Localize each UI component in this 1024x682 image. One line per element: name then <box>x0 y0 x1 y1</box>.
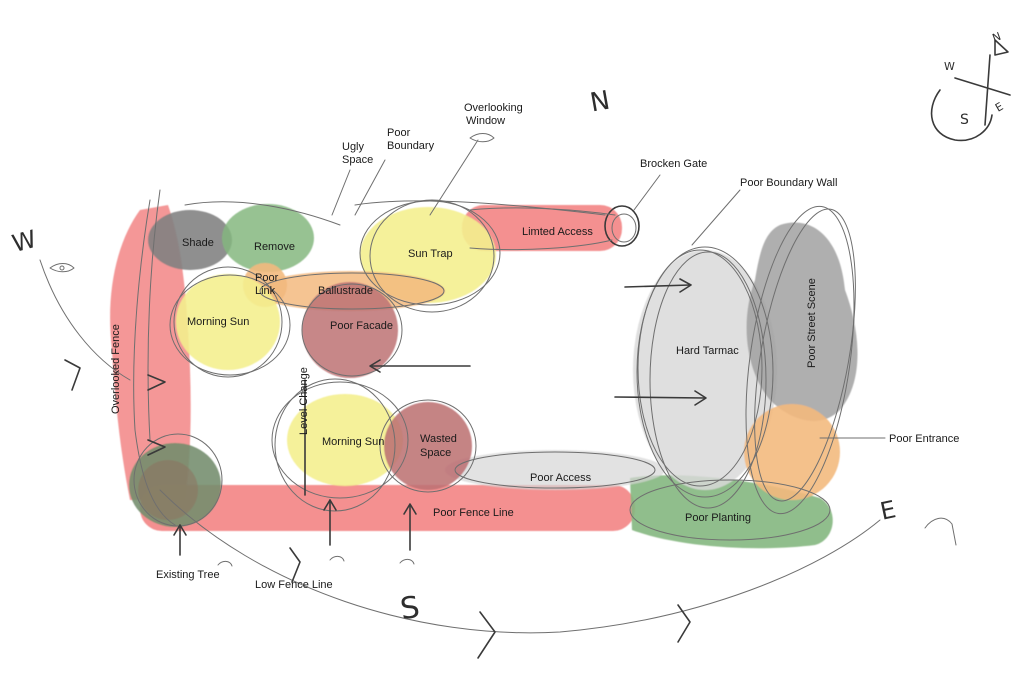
poor-street-scene-zone <box>746 222 858 421</box>
north-letter: N <box>588 86 612 119</box>
pencil-sketch <box>39 39 1011 659</box>
poor-entrance-zone <box>744 404 840 500</box>
callout-labels: Ugly Space Poor Boundary Overlooking Win… <box>156 102 959 591</box>
poor-fence-line-zone <box>140 485 635 531</box>
overlooked-fence-label: Overlooked Fence <box>110 324 122 414</box>
remove-label: Remove <box>254 241 295 253</box>
poor-access-label: Poor Access <box>530 472 592 484</box>
shade-zone <box>148 210 232 270</box>
remove-zone <box>222 204 314 272</box>
compass-s: S <box>960 112 969 128</box>
existing-tree-shadow <box>138 460 198 520</box>
west-letter: W <box>9 225 39 258</box>
compass-w: W <box>944 60 955 73</box>
poor-facade-zone <box>302 282 398 378</box>
poor-boundary-label-1: Poor <box>387 127 411 139</box>
limited-access-label: Limted Access <box>522 226 593 238</box>
sun-trap-label: Sun Trap <box>408 248 453 260</box>
compass-e: E <box>993 100 1006 115</box>
poor-link-label-2: Link <box>255 285 276 297</box>
overlooking-window-label-2: Window <box>466 115 505 127</box>
morning-sun-bottom-label: Morning Sun <box>322 436 384 448</box>
ballustrade-label: Ballustrade <box>318 285 373 297</box>
poor-planting-label: Poor Planting <box>685 512 751 524</box>
poor-facade-label: Poor Facade <box>330 320 393 332</box>
compass-icon <box>930 39 1011 142</box>
poor-boundary-label-2: Boundary <box>387 140 435 152</box>
morning-sun-bottom-zone <box>287 394 403 486</box>
level-change-label: Level Change <box>298 367 310 435</box>
wasted-space-zone <box>384 402 472 490</box>
overlooked-fence-zone <box>110 205 191 500</box>
overlooking-window-label-1: Overlooking <box>464 102 523 114</box>
hard-tarmac-zone <box>633 250 777 490</box>
morning-sun-top-zone <box>176 274 280 370</box>
existing-tree-label: Existing Tree <box>156 569 220 581</box>
limited-access-zone <box>462 205 622 251</box>
east-letter: E <box>878 495 899 526</box>
wasted-space-label-1: Wasted <box>420 433 457 445</box>
poor-fence-line-label: Poor Fence Line <box>433 507 514 519</box>
poor-access-zone <box>445 450 665 490</box>
south-letter: S <box>398 590 422 627</box>
brocken-gate-label: Brocken Gate <box>640 158 707 170</box>
ugly-space-label-2: Space <box>342 154 373 166</box>
morning-sun-top-label: Morning Sun <box>187 316 249 328</box>
compass-n: N <box>991 30 1003 45</box>
hard-tarmac-label: Hard Tarmac <box>676 345 739 357</box>
wasted-space-label-2: Space <box>420 447 451 459</box>
zone-labels: Shade Remove Poor Link Ballustrade Morni… <box>110 226 818 524</box>
poor-entrance-label: Poor Entrance <box>889 433 959 445</box>
ugly-space-label-1: Ugly <box>342 141 365 153</box>
shade-label: Shade <box>182 237 214 249</box>
poor-link-label-1: Poor <box>255 272 279 284</box>
low-fence-line-label: Low Fence Line <box>255 579 333 591</box>
color-zones <box>110 204 858 549</box>
poor-boundary-wall-label: Poor Boundary Wall <box>740 177 837 189</box>
poor-street-scene-label: Poor Street Scene <box>806 278 818 368</box>
